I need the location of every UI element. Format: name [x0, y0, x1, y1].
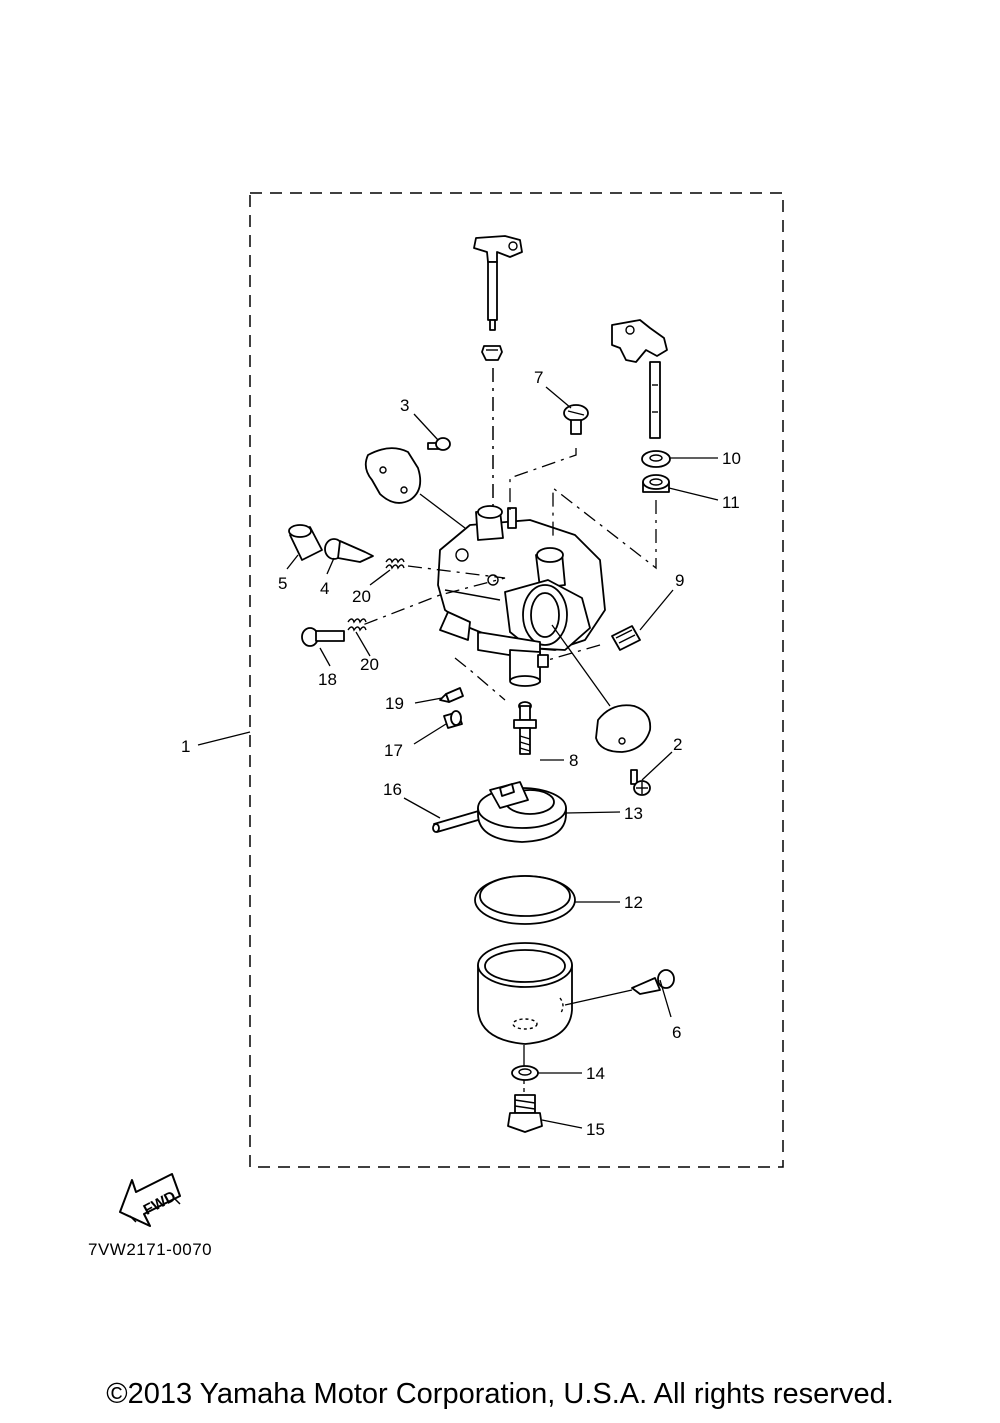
callout-12: 12	[624, 893, 643, 912]
float-13[interactable]	[477, 781, 567, 843]
callout-16: 16	[383, 780, 402, 799]
callout-2: 2	[673, 735, 682, 754]
float-bowl[interactable]	[477, 942, 573, 1045]
screw-18[interactable]	[301, 627, 345, 647]
washer-14[interactable]	[511, 1065, 539, 1081]
callout-4: 4	[320, 579, 329, 598]
callout-9: 9	[675, 571, 684, 590]
screw-6[interactable]	[631, 969, 675, 995]
leader-lines	[197, 386, 719, 1129]
choke-shaft[interactable]	[611, 319, 668, 439]
callout-8: 8	[569, 751, 578, 770]
pilot-screw-7[interactable]	[563, 404, 589, 435]
callout-1: 1	[181, 737, 190, 756]
main-nozzle-8[interactable]	[513, 701, 537, 755]
callout-3: 3	[400, 396, 409, 415]
fwd-arrow-icon: FWD	[119, 1173, 181, 1227]
callout-20-lower: 20	[360, 655, 379, 674]
needle-valve-19[interactable]	[439, 687, 464, 703]
throttle-shaft-screw[interactable]	[481, 345, 503, 361]
clip-17[interactable]	[443, 710, 463, 729]
carburetor-body[interactable]	[437, 505, 606, 687]
gasket-12[interactable]	[474, 875, 576, 925]
cap-5[interactable]	[288, 524, 323, 561]
jet-9[interactable]	[611, 625, 641, 651]
drain-bolt-15[interactable]	[507, 1094, 543, 1133]
callout-17: 17	[384, 741, 403, 760]
copyright-notice: ©2013 Yamaha Motor Corporation, U.S.A. A…	[106, 1378, 894, 1410]
callout-5: 5	[278, 574, 287, 593]
callout-14: 14	[586, 1064, 605, 1083]
throttle-plate[interactable]	[364, 447, 422, 504]
callout-20-upper: 20	[352, 587, 371, 606]
washer-10[interactable]	[641, 450, 671, 468]
callout-6: 6	[672, 1023, 681, 1042]
callout-11: 11	[722, 493, 740, 512]
assembly-lines	[359, 448, 657, 1095]
screw-4[interactable]	[324, 538, 374, 563]
spring-20-upper[interactable]	[385, 558, 405, 570]
diagram-code: 7VW2171-0070	[88, 1240, 213, 1259]
callout-13: 13	[624, 804, 643, 823]
assembly-boundary	[249, 192, 784, 1168]
spring-20-lower[interactable]	[347, 618, 367, 632]
callout-7: 7	[534, 368, 543, 387]
callout-15: 15	[586, 1120, 605, 1139]
callout-labels: 1 2 3 4 5 6 7 8 9 10 11 12 13 14 15 16 1…	[181, 368, 741, 1139]
callout-10: 10	[722, 449, 741, 468]
choke-plate[interactable]	[595, 704, 652, 753]
callout-18: 18	[318, 670, 337, 689]
screw-3[interactable]	[427, 437, 451, 451]
seal-11[interactable]	[642, 474, 670, 493]
throttle-shaft[interactable]	[473, 235, 523, 331]
screw-2[interactable]	[630, 769, 651, 796]
callout-19: 19	[385, 694, 404, 713]
